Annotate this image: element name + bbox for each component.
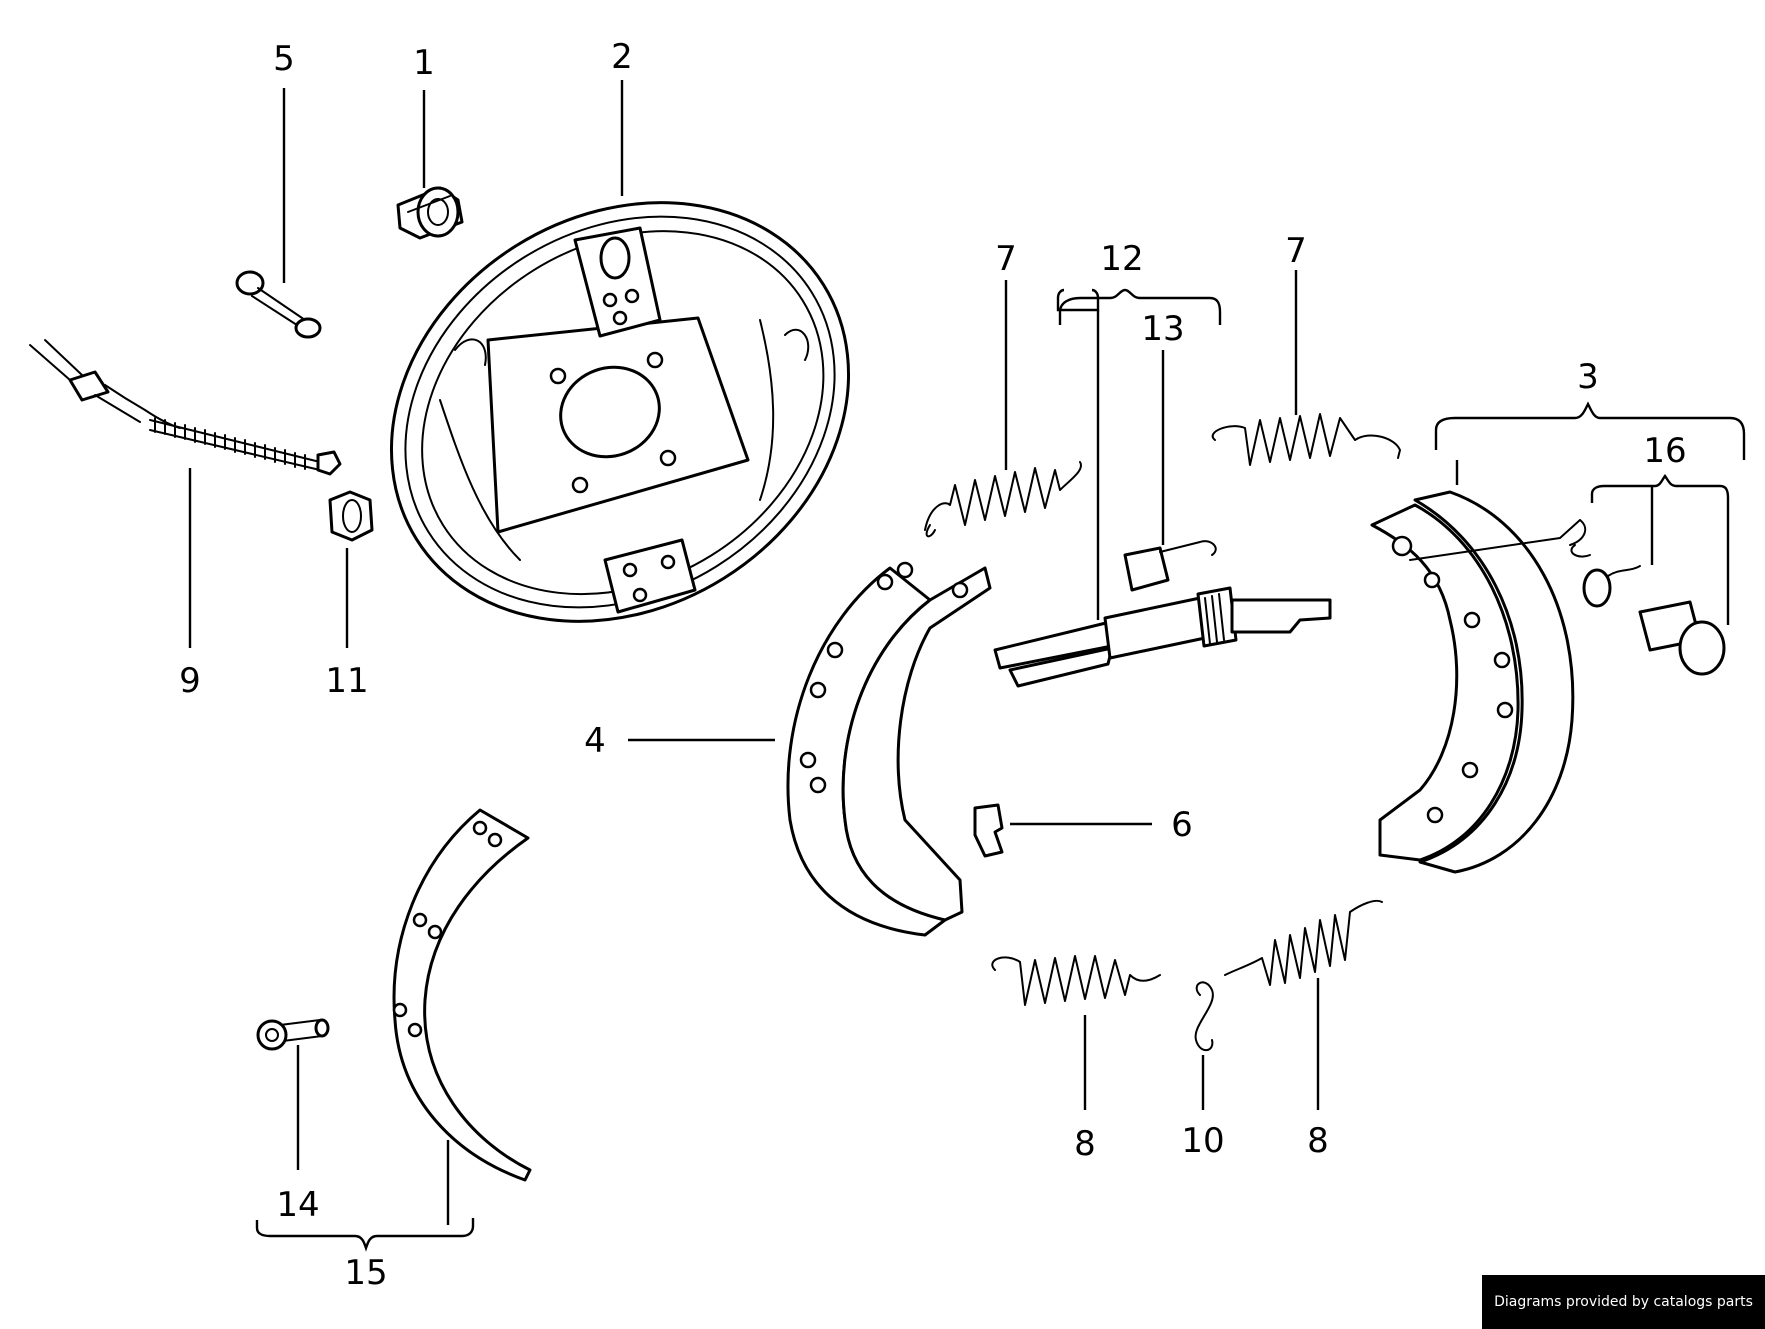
part-8-spring-left (991, 955, 1161, 1006)
part-12-adjuster (993, 586, 1332, 688)
callout-12: 12 (1100, 239, 1143, 279)
callout-14: 14 (276, 1185, 319, 1225)
callout-7-left: 7 (995, 239, 1017, 279)
leader-lines (188, 80, 1746, 1252)
callout-16: 16 (1643, 431, 1686, 471)
credit-banner: Diagrams provided by catalogs parts (1482, 1275, 1765, 1329)
part-13-adjuster-clip (1123, 540, 1217, 592)
callout-1: 1 (413, 43, 435, 83)
callout-numbers: 5 1 2 7 12 13 7 3 16 4 6 9 11 8 10 8 14 … (179, 37, 1686, 1293)
callout-11: 11 (325, 661, 368, 701)
part-5-pin (235, 270, 322, 339)
callout-15: 15 (344, 1253, 387, 1293)
callout-13: 13 (1141, 309, 1184, 349)
callout-3: 3 (1577, 357, 1599, 397)
part-16-retainer (1569, 519, 1726, 676)
part-1-bushing (396, 186, 464, 240)
part-3-brake-shoe-assembly (1370, 490, 1581, 874)
part-2-backing-plate (389, 201, 851, 623)
part-15-lining (392, 808, 532, 1182)
callout-2: 2 (611, 37, 633, 77)
callout-5: 5 (273, 39, 295, 79)
part-7-spring-left (924, 461, 1082, 538)
callout-8-right: 8 (1307, 1121, 1329, 1161)
part-11-grommet (328, 490, 374, 542)
callout-9: 9 (179, 661, 201, 701)
part-4-brake-shoe (786, 561, 992, 937)
part-7-spring-right (1211, 413, 1401, 466)
callout-10: 10 (1181, 1121, 1224, 1161)
callout-6: 6 (1171, 805, 1193, 845)
callout-4: 4 (584, 721, 606, 761)
part-8-spring-right (1224, 899, 1383, 986)
callout-7-right: 7 (1285, 231, 1307, 271)
part-10-s-hook (1194, 981, 1214, 1052)
callout-8-left: 8 (1074, 1124, 1096, 1164)
part-6-clip (973, 803, 1004, 858)
part-9-cable (29, 339, 342, 476)
part-14-rivet (256, 1018, 330, 1051)
